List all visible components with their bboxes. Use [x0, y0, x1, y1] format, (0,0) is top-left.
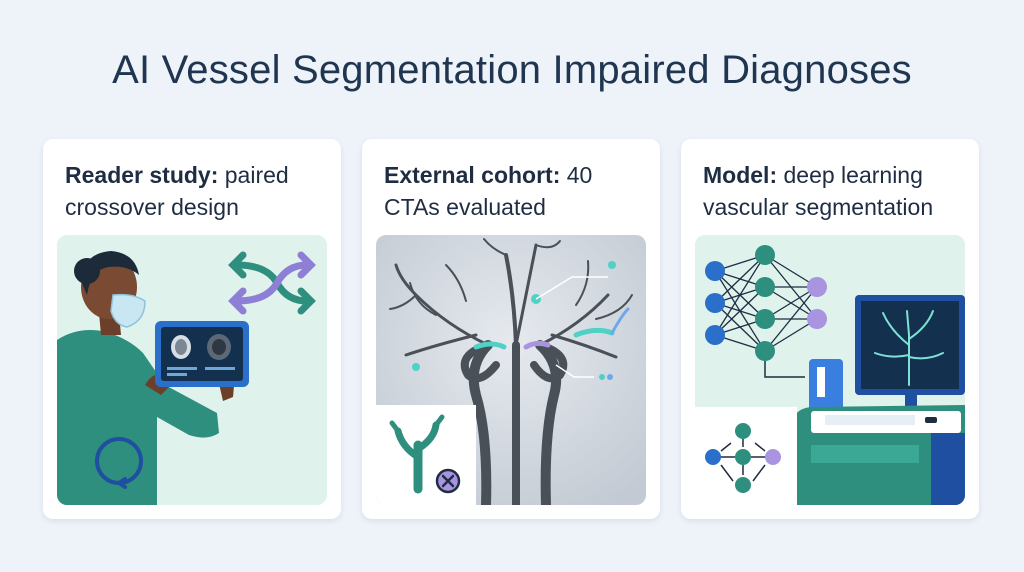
model-panel: [695, 235, 965, 505]
reader-study-panel: [57, 235, 327, 505]
cycle-arrows-icon: [73, 433, 143, 489]
card-label: Model:: [703, 162, 778, 188]
card-heading: Reader study: paired crossover design: [65, 159, 331, 223]
neural-network-icon: [705, 245, 827, 378]
external-cohort-panel: [376, 235, 646, 505]
card-text: deep learning vascular segmentation: [703, 162, 934, 220]
flow-diagram-icon: [705, 423, 781, 493]
card-external-cohort: External cohort: 40 CTAs evaluated: [362, 139, 660, 519]
card-text: paired crossover design: [65, 162, 289, 220]
card-heading: External cohort: 40 CTAs evaluated: [384, 159, 650, 223]
page-title: AI Vessel Segmentation Impaired Diagnose…: [112, 48, 912, 92]
annotation-lines: [535, 276, 608, 378]
card-reader-study: Reader study: paired crossover design: [43, 139, 341, 519]
card-text: 40 CTAs evaluated: [384, 162, 593, 220]
crossover-arrows-icon: [228, 251, 316, 315]
card-model: Model: deep learning vascular segmentati…: [681, 139, 979, 519]
vessel-tree-illustration: [389, 238, 633, 505]
card-label: Reader study:: [65, 162, 219, 188]
vessel-error-icon: [389, 414, 461, 494]
card-label: External cohort:: [384, 162, 561, 188]
card-heading: Model: deep learning vascular segmentati…: [703, 159, 969, 223]
workstation-monitor: [795, 295, 965, 505]
